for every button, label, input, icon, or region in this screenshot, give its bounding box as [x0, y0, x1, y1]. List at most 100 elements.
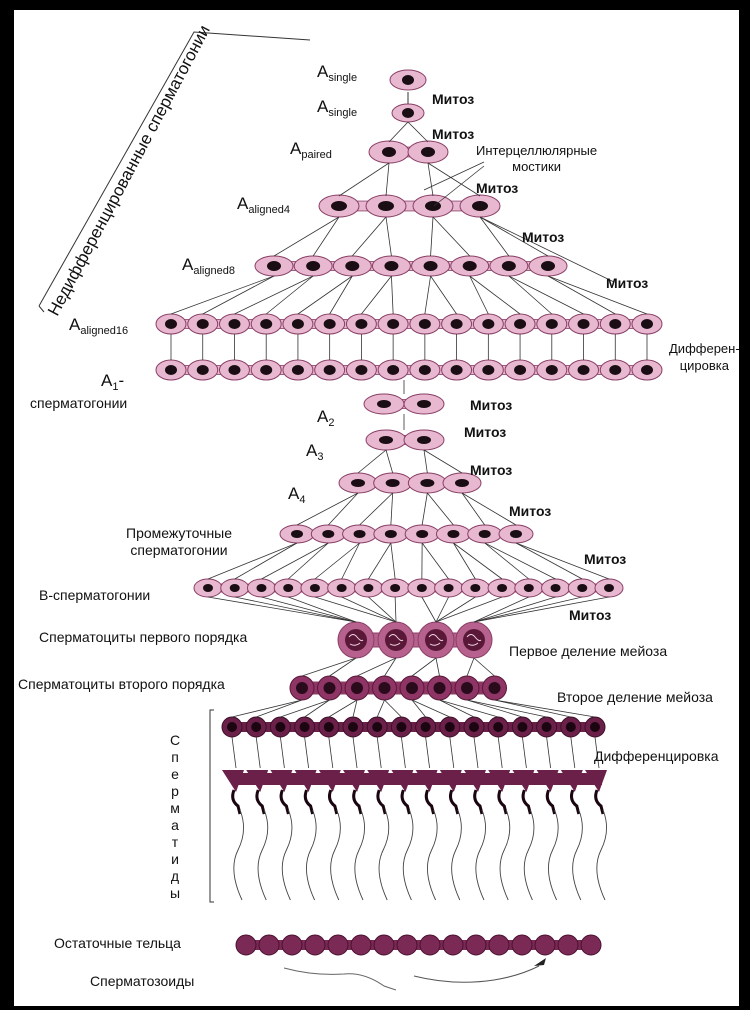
connector-line	[509, 276, 584, 314]
connector-line	[425, 276, 431, 314]
a-aligned16-nucleus	[387, 319, 399, 329]
connector-line	[450, 737, 454, 768]
a1-nucleus	[387, 365, 399, 375]
spermatocyte-1-nucleus	[385, 629, 407, 651]
connector-line	[467, 700, 522, 717]
b-spermatogonia-nucleus	[444, 584, 454, 592]
connector-line	[467, 658, 474, 676]
differentiation-label-short: Дифферен- цировка	[669, 340, 740, 374]
connector-line	[232, 700, 302, 717]
connector-line	[522, 737, 526, 768]
connector-line	[389, 122, 408, 142]
b-spermatogonia-nucleus	[390, 584, 400, 592]
a-aligned16-nucleus	[324, 319, 336, 329]
spermatid-tail	[331, 810, 341, 900]
b-spermatogonia-nucleus	[604, 584, 614, 592]
spermatocyte-1-nucleus	[345, 629, 367, 651]
connector-line	[386, 217, 391, 256]
b-spermatogonia-nucleus	[417, 584, 427, 592]
connector-line	[408, 122, 428, 142]
residual-body	[236, 935, 256, 955]
a-single-1-nucleus	[402, 75, 414, 85]
connector-line	[422, 597, 436, 622]
a4-nucleus	[420, 479, 434, 487]
spermatid-tail	[258, 810, 268, 900]
b-spermatogonia-nucleus	[230, 584, 240, 592]
connector-line	[516, 543, 582, 579]
spermatid-nucleus	[396, 722, 406, 732]
connector-line	[368, 597, 396, 622]
connector-line	[391, 276, 393, 314]
spermatid-tail	[427, 810, 437, 900]
connector-line	[547, 737, 551, 768]
a-aligned16-nucleus	[514, 319, 526, 329]
spermatid-head	[281, 790, 288, 814]
connector-line	[428, 163, 480, 196]
spermatid-nucleus	[445, 722, 455, 732]
a-aligned8-nucleus	[345, 261, 359, 271]
b-spermatogonia-nucleus	[551, 584, 561, 592]
a-aligned16-nucleus	[292, 319, 304, 329]
a1-nucleus	[355, 365, 367, 375]
connector-line	[235, 597, 356, 622]
a4-nucleus	[351, 479, 365, 487]
connector-line	[342, 597, 396, 622]
connector-line	[256, 700, 302, 717]
spermatid-nucleus	[493, 722, 503, 732]
connector-line	[342, 543, 360, 579]
b-spermatogonia-nucleus	[337, 584, 347, 592]
spermatocyte-2-nucleus	[434, 682, 446, 694]
label-a1-line2: сперматогонии	[30, 396, 127, 410]
connector-line	[474, 597, 582, 622]
a-aligned16-nucleus	[546, 319, 558, 329]
a1-nucleus	[292, 365, 304, 375]
a-aligned16-nucleus	[165, 319, 177, 329]
a1-nucleus	[228, 365, 240, 375]
residual-body	[489, 935, 509, 955]
label-b-spermatogonia: В-сперматогонии	[39, 588, 150, 602]
connector-line	[261, 543, 328, 579]
connector-line	[480, 217, 509, 256]
a-aligned4-nucleus	[331, 201, 347, 211]
spermatid-tail	[379, 810, 389, 900]
connector-line	[424, 450, 462, 473]
connector-line	[305, 700, 330, 717]
connector-line	[571, 737, 575, 768]
spermatids-bracket	[210, 710, 214, 902]
spermatid-nucleus	[517, 722, 527, 732]
b-spermatogonia-nucleus	[256, 584, 266, 592]
label-a-paired: Apaired	[290, 140, 332, 161]
connector-line	[427, 493, 453, 525]
connector-line	[426, 737, 430, 768]
a-aligned8-nucleus	[463, 261, 477, 271]
connector-line	[339, 163, 389, 196]
spermatid-head	[378, 790, 385, 814]
connector-line	[453, 543, 475, 579]
spermatid-nucleus	[348, 722, 358, 732]
a-aligned16-nucleus	[355, 319, 367, 329]
connector-line	[462, 493, 485, 525]
spermatids-letter: д	[168, 868, 182, 885]
spermatids-letter: м	[168, 800, 182, 817]
a1-nucleus	[578, 365, 590, 375]
spermatocyte-1-nucleus	[463, 629, 485, 651]
intermediate-nucleus	[416, 530, 428, 538]
connector-line	[305, 737, 309, 768]
connector-line	[358, 450, 386, 473]
connector-line	[352, 217, 386, 256]
a-aligned16-nucleus	[451, 319, 463, 329]
label-intermediate: Промежуточные сперматогонии	[126, 525, 232, 559]
spermatocyte-2-nucleus	[489, 682, 501, 694]
residual-body	[466, 935, 486, 955]
a1-nucleus	[609, 365, 621, 375]
spermatid-head	[596, 790, 603, 814]
connector-line	[377, 737, 381, 768]
spermatids-letter: и	[168, 851, 182, 868]
spermatids-letter: е	[168, 766, 182, 783]
label-a-aligned4: Aaligned4	[237, 195, 290, 216]
a-aligned16-nucleus	[419, 319, 431, 329]
spermatid-head	[547, 790, 554, 814]
connector-line	[315, 543, 360, 579]
a1-nucleus	[165, 365, 177, 375]
connector-line	[412, 658, 436, 676]
